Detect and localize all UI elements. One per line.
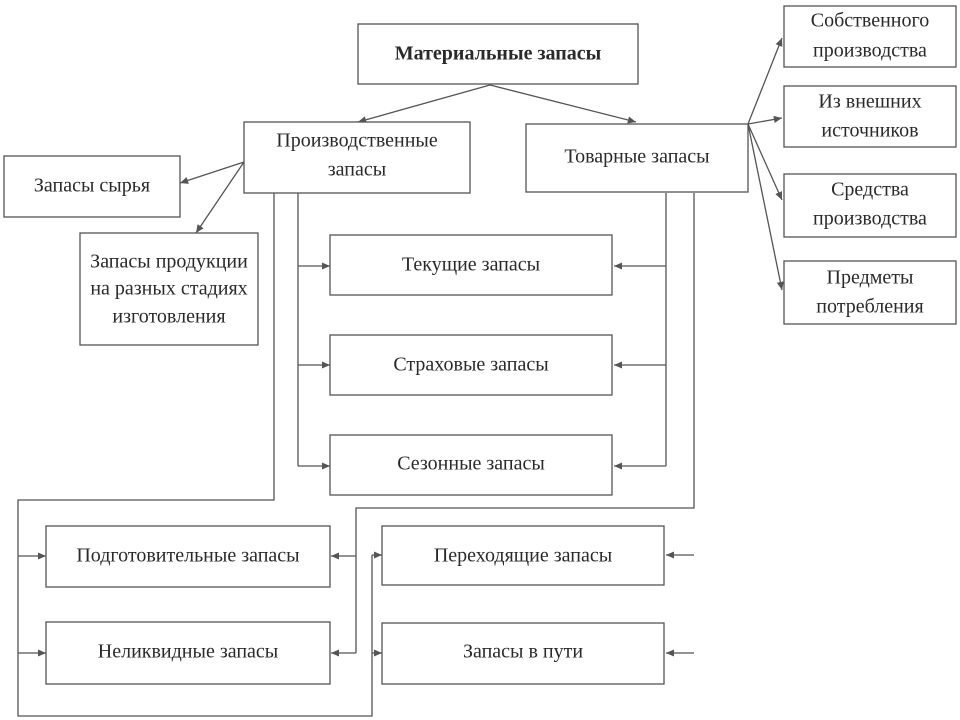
- node-preparatory-inventory-label: Подготовительные запасы: [76, 545, 299, 567]
- node-wip-label-1: Запасы продукции: [90, 251, 248, 273]
- node-consumer-goods-label-2: потребления: [816, 296, 923, 318]
- node-consumer-goods-label-1: Предметы: [827, 267, 914, 289]
- edge-root-trade: [489, 84, 637, 124]
- node-external-sources: Из внешних источников: [783, 85, 957, 148]
- edge-root-production: [357, 84, 491, 124]
- node-trade-inventory: Товарные запасы: [525, 123, 749, 193]
- node-wip: Запасы продукции на разных стадиях изгот…: [79, 232, 259, 346]
- node-consumer-goods: Предметы потребления: [783, 260, 957, 325]
- node-transit-inventory: Запасы в пути: [381, 622, 665, 685]
- node-own-production-label-1: Собственного: [811, 10, 929, 32]
- node-carryover-inventory-label: Переходящие запасы: [434, 545, 612, 567]
- node-means-of-production-label-2: производства: [813, 208, 927, 230]
- edge-trade-consumer: [747, 123, 784, 291]
- edge-trade-own: [747, 37, 783, 125]
- trunk-production-outer: [17, 193, 373, 717]
- node-wip-label-2: на разных стадиях: [90, 278, 247, 300]
- node-means-of-production-label-1: Средства: [831, 179, 909, 201]
- node-means-of-production: Средства производства: [783, 173, 957, 238]
- node-illiquid-inventory-label: Неликвидные запасы: [98, 641, 278, 663]
- node-raw-materials-label: Запасы сырья: [34, 175, 150, 197]
- edge-production-wip: [195, 161, 245, 234]
- node-wip-label-3: изготовления: [112, 306, 225, 328]
- node-transit-inventory-label: Запасы в пути: [463, 641, 583, 663]
- node-trade-inventory-label: Товарные запасы: [564, 146, 709, 168]
- node-own-production-label-2: производства: [813, 40, 927, 62]
- node-insurance-inventory-label: Страховые запасы: [393, 354, 548, 376]
- node-seasonal-inventory-label: Сезонные запасы: [397, 453, 545, 475]
- edge-trade-external: [747, 115, 783, 125]
- node-production-inventory-label-2: запасы: [328, 159, 386, 181]
- node-carryover-inventory: Переходящие запасы: [381, 525, 665, 586]
- node-seasonal-inventory: Сезонные запасы: [329, 434, 613, 496]
- node-preparatory-inventory: Подготовительные запасы: [45, 525, 331, 588]
- trunk-trade-outer: [355, 193, 695, 653]
- edge-trade-means: [747, 123, 783, 201]
- node-material-inventory: Материальные запасы: [357, 23, 639, 85]
- edge-production-raw: [179, 161, 245, 184]
- node-external-sources-label-1: Из внешних: [818, 91, 921, 113]
- node-raw-materials: Запасы сырья: [3, 155, 181, 218]
- node-own-production: Собственного производства: [783, 5, 957, 68]
- node-production-inventory-label-1: Производственные: [276, 130, 438, 152]
- node-current-inventory: Текущие запасы: [329, 234, 613, 296]
- node-material-inventory-label: Материальные запасы: [395, 43, 602, 65]
- node-current-inventory-label: Текущие запасы: [402, 254, 540, 276]
- node-external-sources-label-2: источников: [821, 120, 918, 142]
- node-production-inventory: Производственные запасы: [243, 121, 471, 194]
- connectors: [17, 37, 784, 717]
- node-insurance-inventory: Страховые запасы: [329, 334, 613, 396]
- node-illiquid-inventory: Неликвидные запасы: [45, 621, 331, 685]
